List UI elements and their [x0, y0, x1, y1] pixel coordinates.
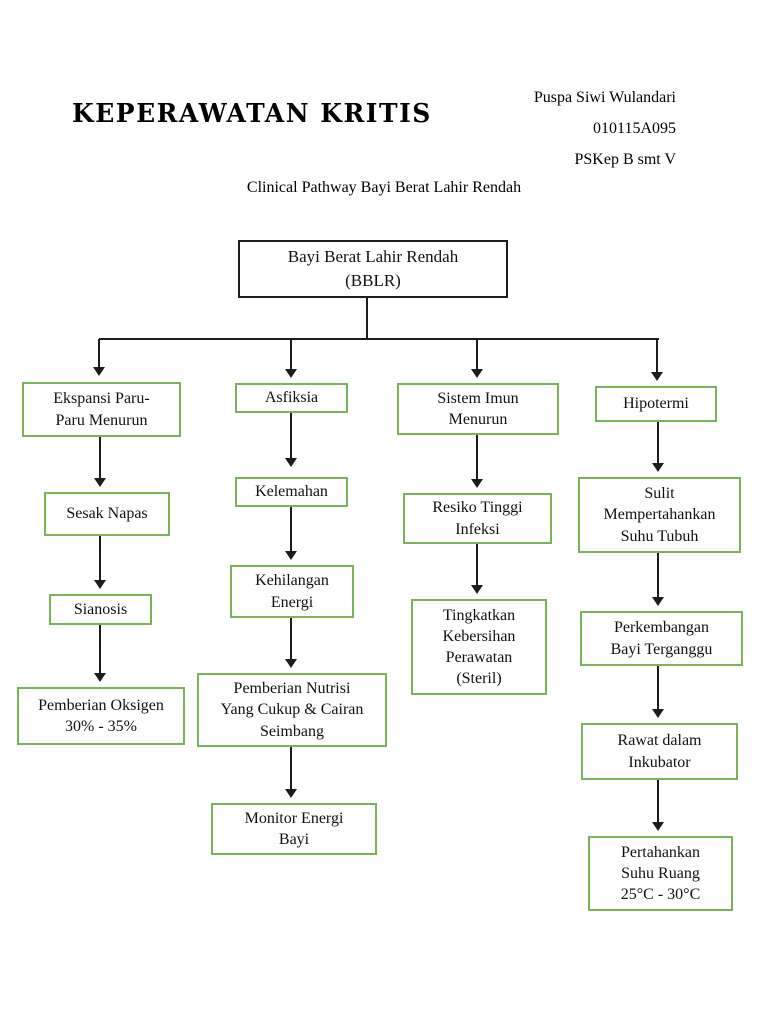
arrow-col4-4	[657, 780, 659, 822]
author-name: Puspa Siwi Wulandari	[533, 89, 676, 106]
flow-node-hipotermi: Hipotermi	[595, 386, 717, 422]
flow-node-sianosis: Sianosis	[49, 594, 152, 625]
connector-rail	[99, 338, 659, 340]
page-subtitle: Clinical Pathway Bayi Berat Lahir Rendah	[246, 179, 522, 196]
arrow-col4-3	[657, 666, 659, 709]
arrow-rail-to-col4	[656, 339, 658, 372]
flow-node-pertahankan-suhu-ruang: Pertahankan Suhu Ruang 25°C - 30°C	[588, 836, 733, 911]
arrow-rail-to-col3	[476, 339, 478, 369]
flow-node-root-label: Bayi Berat Lahir Rendah (BBLR)	[287, 247, 459, 290]
arrow-col3-1	[476, 435, 478, 479]
flow-node-sistem-imun-menurun: Sistem Imun Menurun	[397, 383, 559, 435]
arrow-rail-to-col1	[98, 339, 100, 367]
connector-root-stub	[366, 298, 368, 339]
arrow-col1-1	[99, 437, 101, 478]
flow-node-rawat-dalam-inkubator: Rawat dalam Inkubator	[581, 723, 738, 780]
flow-node-perkembangan-bayi-terganggu: Perkembangan Bayi Terganggu	[580, 611, 743, 666]
flow-node-kehilangan-energi: Kehilangan Energi	[230, 565, 354, 618]
arrow-col2-3	[290, 618, 292, 659]
student-id: 010115A095	[593, 120, 676, 137]
arrow-rail-to-col2	[290, 339, 292, 369]
arrow-col3-2	[476, 544, 478, 585]
arrow-col4-2	[657, 553, 659, 597]
arrow-col1-3	[99, 625, 101, 673]
flow-node-sesak-napas: Sesak Napas	[44, 492, 170, 536]
flow-node-tingkatkan-kebersihan: Tingkatkan Kebersihan Perawatan (Steril)	[411, 599, 547, 695]
flow-node-ekspansi-paru-menurun: Ekspansi Paru- Paru Menurun	[22, 382, 181, 437]
flow-node-root-bblr: Bayi Berat Lahir Rendah (BBLR)	[238, 240, 508, 298]
flow-node-pemberian-oksigen: Pemberian Oksigen 30% - 35%	[17, 687, 185, 745]
author-block: Puspa Siwi Wulandari 010115A095 PSKep B …	[534, 82, 676, 175]
arrow-col1-2	[99, 536, 101, 580]
flow-node-resiko-tinggi-infeksi: Resiko Tinggi Infeksi	[403, 493, 552, 544]
flow-node-monitor-energi-bayi: Monitor Energi Bayi	[211, 803, 377, 855]
flow-node-kelemahan: Kelemahan	[235, 477, 348, 507]
arrow-col4-1	[657, 422, 659, 463]
arrow-col2-1	[290, 413, 292, 458]
flow-node-pemberian-nutrisi: Pemberian Nutrisi Yang Cukup & Cairan Se…	[197, 673, 387, 747]
class-semester: PSKep B smt V	[574, 151, 676, 168]
arrow-col2-4	[290, 747, 292, 789]
flow-node-sulit-mempertahankan-suhu: Sulit Mempertahankan Suhu Tubuh	[578, 477, 741, 553]
flow-node-asfiksia: Asfiksia	[235, 383, 348, 413]
course-title: KEPERAWATAN KRITIS	[72, 98, 432, 129]
arrow-col2-2	[290, 507, 292, 551]
